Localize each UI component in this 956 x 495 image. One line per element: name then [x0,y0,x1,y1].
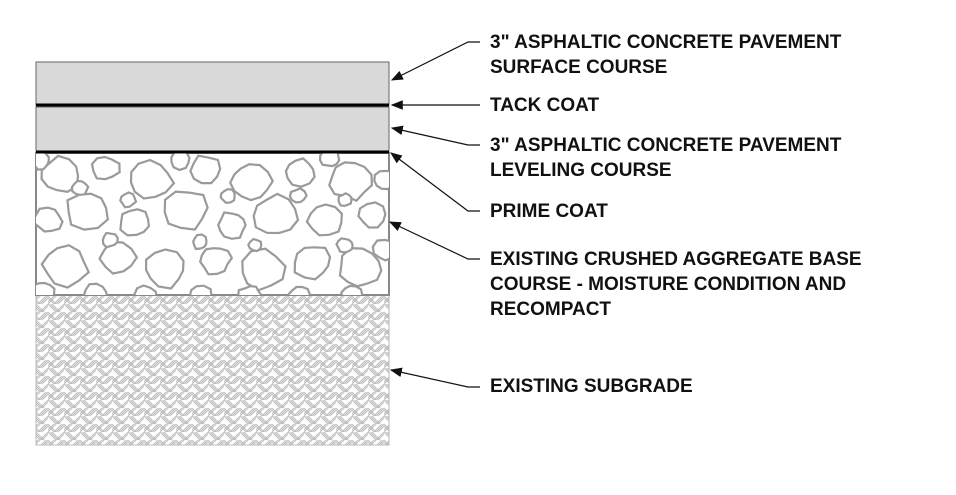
leader-subgrade [389,367,480,388]
subgrade-layer [35,294,390,446]
label-line: LEVELING COURSE [490,160,672,181]
aggregate-stone [338,246,383,288]
leader-leveling [390,125,480,146]
leader-prime [390,152,480,212]
aggregate-stone [228,163,275,202]
aggregate-stone [219,188,236,204]
label-line: 3" ASPHALTIC CONCRETE PAVEMENT [490,135,842,156]
label-line: SURFACE COURSE [490,57,668,78]
leader-surface [390,41,480,81]
aggregate-stone [170,153,191,172]
aggregate-stone [337,192,353,208]
aggregate-stone [101,231,119,249]
aggregate-stone [335,237,354,254]
aggregate-stone [82,282,108,295]
aggregate-stone [328,161,374,203]
aggregate-stone [66,192,109,231]
aggregate-stone [284,157,316,188]
aggregate-stone [119,208,151,237]
label-line: EXISTING CRUSHED AGGREGATE BASE [490,249,862,270]
aggregate-stone [36,281,56,295]
aggregate-stone [286,285,311,295]
aggregate-stone [36,206,64,233]
leader-base [388,221,480,260]
aggregate-stone [189,154,222,185]
leveling-course-layer [35,106,390,152]
aggregate-stone [237,285,263,295]
label-line: RECOMPACT [490,299,612,320]
label-line: COURSE - MOISTURE CONDITION AND [490,274,847,295]
aggregate-stones [36,153,389,295]
aggregate-stone [133,284,158,295]
label-prime-coat: PRIME COAT [490,199,608,224]
surface-course-layer [35,61,390,106]
aggregate-stone [247,237,263,253]
aggregate-stone [129,158,176,200]
aggregate-stone [340,284,364,295]
leader-lines [388,41,480,388]
label-tack-coat: TACK COAT [490,93,599,118]
label-subgrade: EXISTING SUBGRADE [490,374,693,399]
label-line: PRIME COAT [490,201,608,222]
label-surface-course: 3" ASPHALTIC CONCRETE PAVEMENT SURFACE C… [490,30,841,80]
aggregate-stone [192,233,208,251]
aggregate-stone [163,190,209,231]
aggregate-stone [252,192,300,235]
aggregate-stone [70,179,90,196]
aggregate-stone [188,284,213,295]
aggregate-stone [119,191,138,209]
aggregate-stone [373,169,389,191]
aggregate-stone [217,211,247,240]
label-line: TACK COAT [490,95,600,116]
aggregate-stone [199,247,234,276]
aggregate-stone [305,203,344,237]
label-line: EXISTING SUBGRADE [490,376,693,397]
label-leveling-course: 3" ASPHALTIC CONCRETE PAVEMENT LEVELING … [490,133,841,183]
aggregate-stone [293,246,332,281]
aggregate-stone [371,238,389,262]
label-line: 3" ASPHALTIC CONCRETE PAVEMENT [490,32,842,53]
aggregate-stone [90,155,121,181]
aggregate-stone [40,244,91,289]
aggregate-stone [288,187,308,204]
aggregate-stone [145,248,185,290]
aggregate-stone [36,153,50,171]
aggregate-stone [318,153,341,168]
aggregate-stone [357,201,387,229]
label-aggregate-base: EXISTING CRUSHED AGGREGATE BASE COURSE -… [490,247,862,322]
